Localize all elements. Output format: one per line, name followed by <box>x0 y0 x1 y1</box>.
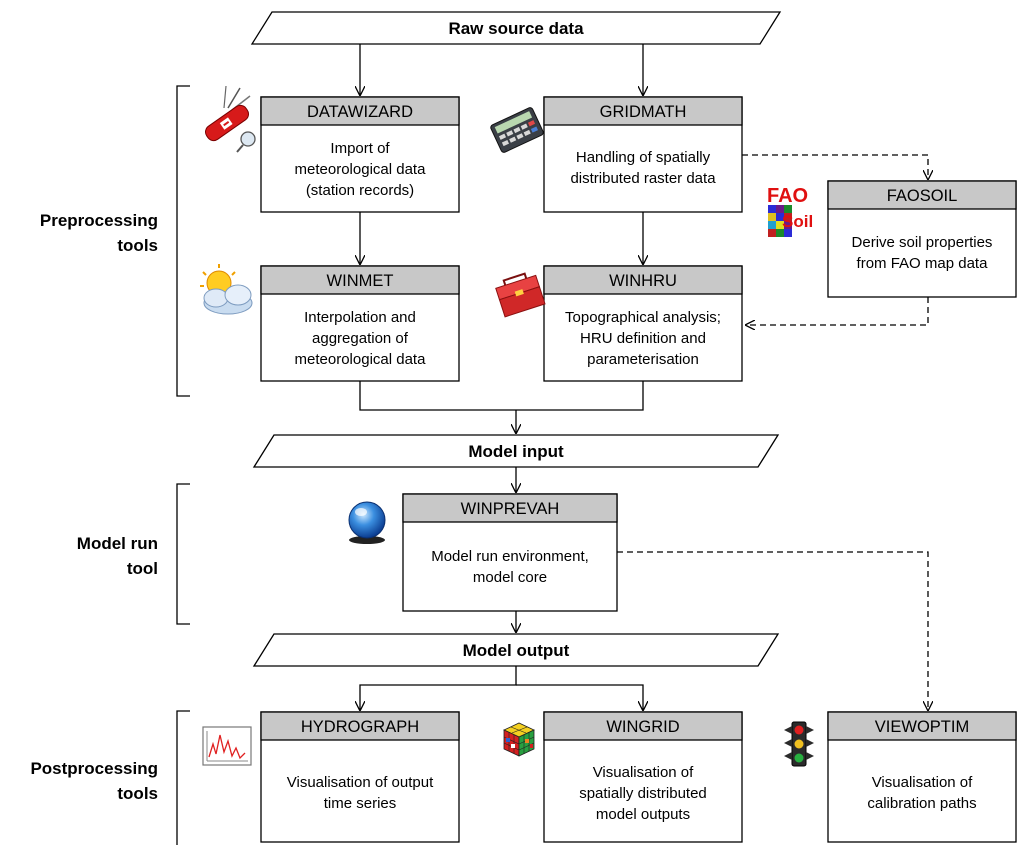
faosoil-box[interactable]: FAOSOIL Derive soil properties from FAO … <box>827 180 1017 298</box>
dashed-faosoil-to-winhru <box>746 297 929 325</box>
faosoil-title: FAOSOIL <box>887 187 958 205</box>
winprevah-box[interactable]: WINPREVAH Model run environment, model c… <box>402 493 618 612</box>
model-input-label: Model input <box>468 442 564 461</box>
winprevah-desc-1: Model run environment, <box>431 548 589 565</box>
calculator-icon <box>490 107 544 153</box>
traffic-light-icon <box>784 721 814 767</box>
model-output-label: Model output <box>463 641 570 660</box>
winmet-box[interactable]: WINMET Interpolation and aggregation of … <box>260 265 460 382</box>
viewoptim-desc-2: calibration paths <box>867 795 976 812</box>
svg-text:FAO: FAO <box>767 185 808 207</box>
datawizard-desc-1: Import of <box>330 140 390 157</box>
winprevah-desc-2: model core <box>473 569 547 586</box>
faosoil-desc-2: from FAO map data <box>857 255 989 272</box>
hydrograph-title: HYDROGRAPH <box>301 718 419 736</box>
datawizard-desc-2: meteorological data <box>295 161 427 178</box>
toolbox-icon <box>495 272 546 318</box>
model-input-box: Model input <box>252 434 780 468</box>
postprocessing-group: Postprocessing tools <box>30 710 190 845</box>
hydrograph-chart-icon <box>202 726 252 766</box>
hydrograph-box[interactable]: HYDROGRAPH Visualisation of output time … <box>260 711 460 843</box>
datawizard-desc-3: (station records) <box>306 182 414 199</box>
rubiks-cube-icon <box>503 722 535 757</box>
winmet-desc-3: meteorological data <box>295 351 427 368</box>
model-run-label-line1: Model run <box>77 534 158 553</box>
winhru-title: WINHRU <box>609 272 677 290</box>
datawizard-box[interactable]: DATAWIZARD Import of meteorological data… <box>260 96 460 213</box>
winmet-desc-1: Interpolation and <box>304 309 416 326</box>
model-output-box: Model output <box>252 633 780 667</box>
connectors <box>360 44 643 710</box>
winhru-desc-2: HRU definition and <box>580 330 706 347</box>
model-run-group: Model run tool <box>77 483 190 625</box>
wingrid-desc-3: model outputs <box>596 806 690 823</box>
dashed-gridmath-to-faosoil <box>742 154 928 179</box>
viewoptim-desc-1: Visualisation of <box>872 774 973 791</box>
raw-source-data-box: Raw source data <box>250 11 782 45</box>
fao-soil-logo: FAO Soil <box>767 185 813 237</box>
winhru-box[interactable]: WINHRU Topographical analysis; HRU defin… <box>543 265 743 382</box>
sun-cloud-icon <box>200 264 253 315</box>
preprocessing-label-line2: tools <box>117 236 158 255</box>
preprocessing-bracket <box>176 85 190 397</box>
hydrograph-desc-1: Visualisation of output <box>287 774 434 791</box>
gridmath-box[interactable]: GRIDMATH Handling of spatially distribut… <box>543 96 743 213</box>
wingrid-desc-1: Visualisation of <box>593 764 694 781</box>
winprevah-title: WINPREVAH <box>461 500 560 518</box>
viewoptim-box[interactable]: VIEWOPTIM Visualisation of calibration p… <box>827 711 1017 843</box>
wingrid-box[interactable]: WINGRID Visualisation of spatially distr… <box>543 711 743 843</box>
dashed-winprevah-to-viewoptim <box>617 551 928 710</box>
svg-text:Soil: Soil <box>782 212 813 231</box>
arrow-output-to-wingrid <box>516 684 643 710</box>
preprocessing-label-line1: Preprocessing <box>40 211 158 230</box>
viewoptim-title: VIEWOPTIM <box>875 718 969 736</box>
winmet-desc-2: aggregation of <box>312 330 409 347</box>
model-run-label-line2: tool <box>127 559 158 578</box>
swiss-army-knife-icon <box>205 85 256 153</box>
datawizard-title: DATAWIZARD <box>307 103 413 121</box>
postprocessing-bracket <box>176 710 190 845</box>
winhru-desc-1: Topographical analysis; <box>565 309 721 326</box>
arrow-output-to-hydrograph <box>360 666 517 710</box>
postprocessing-label-line2: tools <box>117 784 158 803</box>
merge-line-preprocessing <box>359 381 644 411</box>
dashed-connectors <box>617 154 929 710</box>
wingrid-desc-2: spatially distributed <box>579 785 707 802</box>
model-run-bracket <box>176 483 190 625</box>
raw-source-data-label: Raw source data <box>448 19 584 38</box>
faosoil-desc-1: Derive soil properties <box>852 234 993 251</box>
hydrograph-desc-2: time series <box>324 795 397 812</box>
wingrid-title: WINGRID <box>606 718 679 736</box>
winmet-title: WINMET <box>327 272 394 290</box>
winhru-desc-3: parameterisation <box>587 351 699 368</box>
crystal-ball-icon <box>348 501 386 544</box>
gridmath-title: GRIDMATH <box>600 103 687 121</box>
gridmath-desc-2: distributed raster data <box>570 170 716 187</box>
gridmath-desc-1: Handling of spatially <box>576 149 711 166</box>
postprocessing-label-line1: Postprocessing <box>30 759 158 778</box>
preprocessing-group: Preprocessing tools <box>40 85 190 397</box>
